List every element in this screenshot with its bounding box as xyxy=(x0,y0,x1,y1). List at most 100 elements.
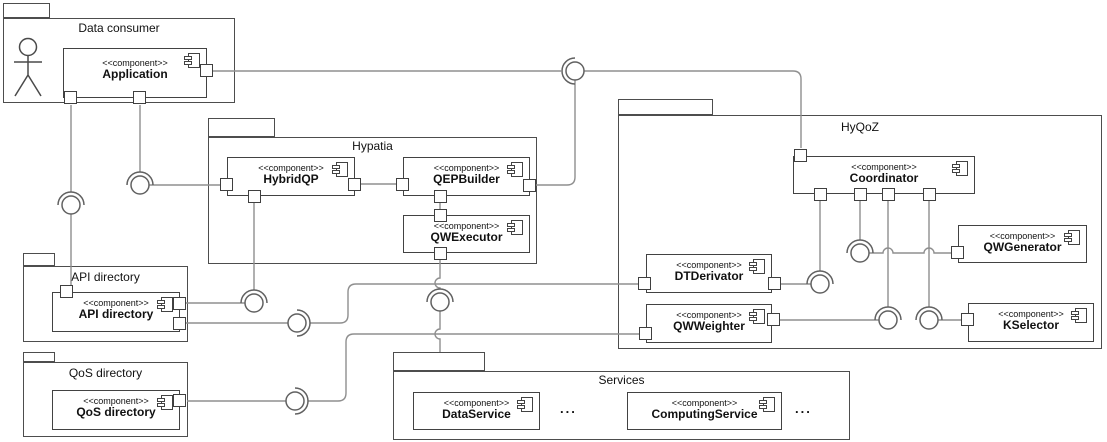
required-interface-socket xyxy=(561,57,576,85)
port-coordinator-top xyxy=(794,149,807,162)
provided-interface-ball xyxy=(244,293,264,313)
provided-interface-ball xyxy=(565,61,585,81)
services-ellipsis-2: ... xyxy=(795,401,812,416)
provided-interface-ball xyxy=(61,195,81,215)
required-interface-socket xyxy=(296,309,311,337)
component-qepbuilder: <<component>> QEPBuilder xyxy=(403,157,530,196)
port-qwexecutor-bottom xyxy=(434,247,447,260)
connector-application-hybridqp xyxy=(126,105,220,195)
port-api-directory-top xyxy=(60,285,73,298)
component-icon xyxy=(759,397,775,412)
port-qepbuilder-left xyxy=(396,178,409,191)
provided-interface-ball xyxy=(287,313,307,333)
port-hybridqp-bottom xyxy=(248,190,261,203)
component-qwexecutor: <<component>> QWExecutor xyxy=(403,215,530,253)
component-name: QEPBuilder xyxy=(433,172,500,186)
component-stereotype: <<component>> xyxy=(671,398,738,408)
component-stereotype: <<component>> xyxy=(676,260,742,270)
component-icon xyxy=(1071,308,1087,323)
required-interface-socket xyxy=(426,288,454,303)
component-coordinator: <<component>> Coordinator xyxy=(793,156,975,194)
component-name: QWWeighter xyxy=(673,319,745,333)
component-name: DataService xyxy=(442,407,511,421)
package-title-qos-directory: QoS directory xyxy=(68,366,143,380)
package-tab-hypatia xyxy=(208,118,275,137)
port-dtderivator-left xyxy=(638,277,651,290)
required-interface-socket xyxy=(126,171,154,186)
package-title-api-directory: API directory xyxy=(71,270,140,284)
required-interface-socket xyxy=(240,289,268,304)
package-tab-hyqoz xyxy=(618,99,713,115)
component-name: QWExecutor xyxy=(430,230,503,244)
port-kselector-left xyxy=(961,313,974,326)
package-tab-api-directory xyxy=(23,253,55,266)
component-icon xyxy=(184,53,200,68)
port-hybridqp-left xyxy=(220,178,233,191)
package-title-services: Services xyxy=(598,373,645,387)
component-name: API directory xyxy=(78,307,154,321)
port-hybridqp-right xyxy=(348,178,361,191)
component-name: KSelector xyxy=(1002,318,1060,332)
component-dataservice: <<component>> DataService xyxy=(413,392,540,430)
port-qwweighter-right xyxy=(767,313,780,326)
component-stereotype: <<component>> xyxy=(433,221,500,231)
component-icon xyxy=(1064,230,1080,245)
provided-interface-ball xyxy=(285,391,305,411)
provided-interface-ball xyxy=(430,292,450,312)
component-icon xyxy=(157,395,173,410)
component-icon xyxy=(332,162,348,177)
component-stereotype: <<component>> xyxy=(258,163,324,173)
provided-interface-ball xyxy=(130,175,150,195)
package-title-data-consumer: Data consumer xyxy=(78,21,160,35)
connector-api-directory-dtderivator xyxy=(186,283,638,337)
component-name: ComputingService xyxy=(651,407,758,421)
component-icon xyxy=(157,297,173,312)
component-application: <<component>> Application xyxy=(63,48,207,98)
package-title-hypatia: Hypatia xyxy=(352,139,393,153)
component-stereotype: <<component>> xyxy=(83,298,149,308)
component-kselector: <<component>> KSelector xyxy=(968,303,1094,342)
component-stereotype: <<component>> xyxy=(443,398,510,408)
port-qepbuilder-bottom xyxy=(434,190,447,203)
component-icon xyxy=(952,161,968,176)
component-stereotype: <<component>> xyxy=(851,162,917,172)
component-stereotype: <<component>> xyxy=(676,310,742,320)
component-icon xyxy=(507,220,523,235)
component-stereotype: <<component>> xyxy=(433,163,500,173)
component-qos-directory: <<component>> QoS directory xyxy=(52,390,180,430)
port-application-right xyxy=(200,64,213,77)
package-tab-services xyxy=(393,352,485,371)
services-ellipsis-1: ... xyxy=(560,401,577,416)
component-icon xyxy=(749,309,765,324)
port-qwweighter-left xyxy=(639,327,652,340)
port-coordinator-bottom-1 xyxy=(814,188,827,201)
package-tab-qos-directory xyxy=(23,352,55,362)
required-interface-socket xyxy=(294,387,309,415)
port-coordinator-bottom-2 xyxy=(854,188,867,201)
component-name: QWGenerator xyxy=(983,240,1062,254)
component-stereotype: <<component>> xyxy=(102,58,168,68)
component-qwgenerator: <<component>> QWGenerator xyxy=(958,225,1087,263)
component-icon xyxy=(749,259,765,274)
component-dtderivator: <<component>> DTDerivator xyxy=(646,254,772,293)
port-application-bottom-mid xyxy=(133,91,146,104)
component-qwweighter: <<component>> QWWeighter xyxy=(646,304,772,343)
component-stereotype: <<component>> xyxy=(998,309,1064,319)
component-icon xyxy=(507,162,523,177)
component-name: Coordinator xyxy=(849,171,919,185)
component-name: DTDerivator xyxy=(674,269,744,283)
package-tab-data-consumer xyxy=(3,3,50,18)
component-computingservice: <<component>> ComputingService xyxy=(627,392,782,430)
component-stereotype: <<component>> xyxy=(83,396,149,406)
port-coordinator-bottom-3 xyxy=(882,188,895,201)
component-name: QoS directory xyxy=(76,405,156,419)
component-icon xyxy=(517,397,533,412)
connector-qwexecutor-services xyxy=(426,260,454,352)
component-api-directory: <<component>> API directory xyxy=(52,292,180,332)
component-stereotype: <<component>> xyxy=(989,231,1056,241)
package-title-hyqoz: HyQoZ xyxy=(840,120,879,134)
port-coordinator-bottom-4 xyxy=(923,188,936,201)
port-application-bottom-left xyxy=(64,91,77,104)
port-qos-directory-right xyxy=(173,394,186,407)
